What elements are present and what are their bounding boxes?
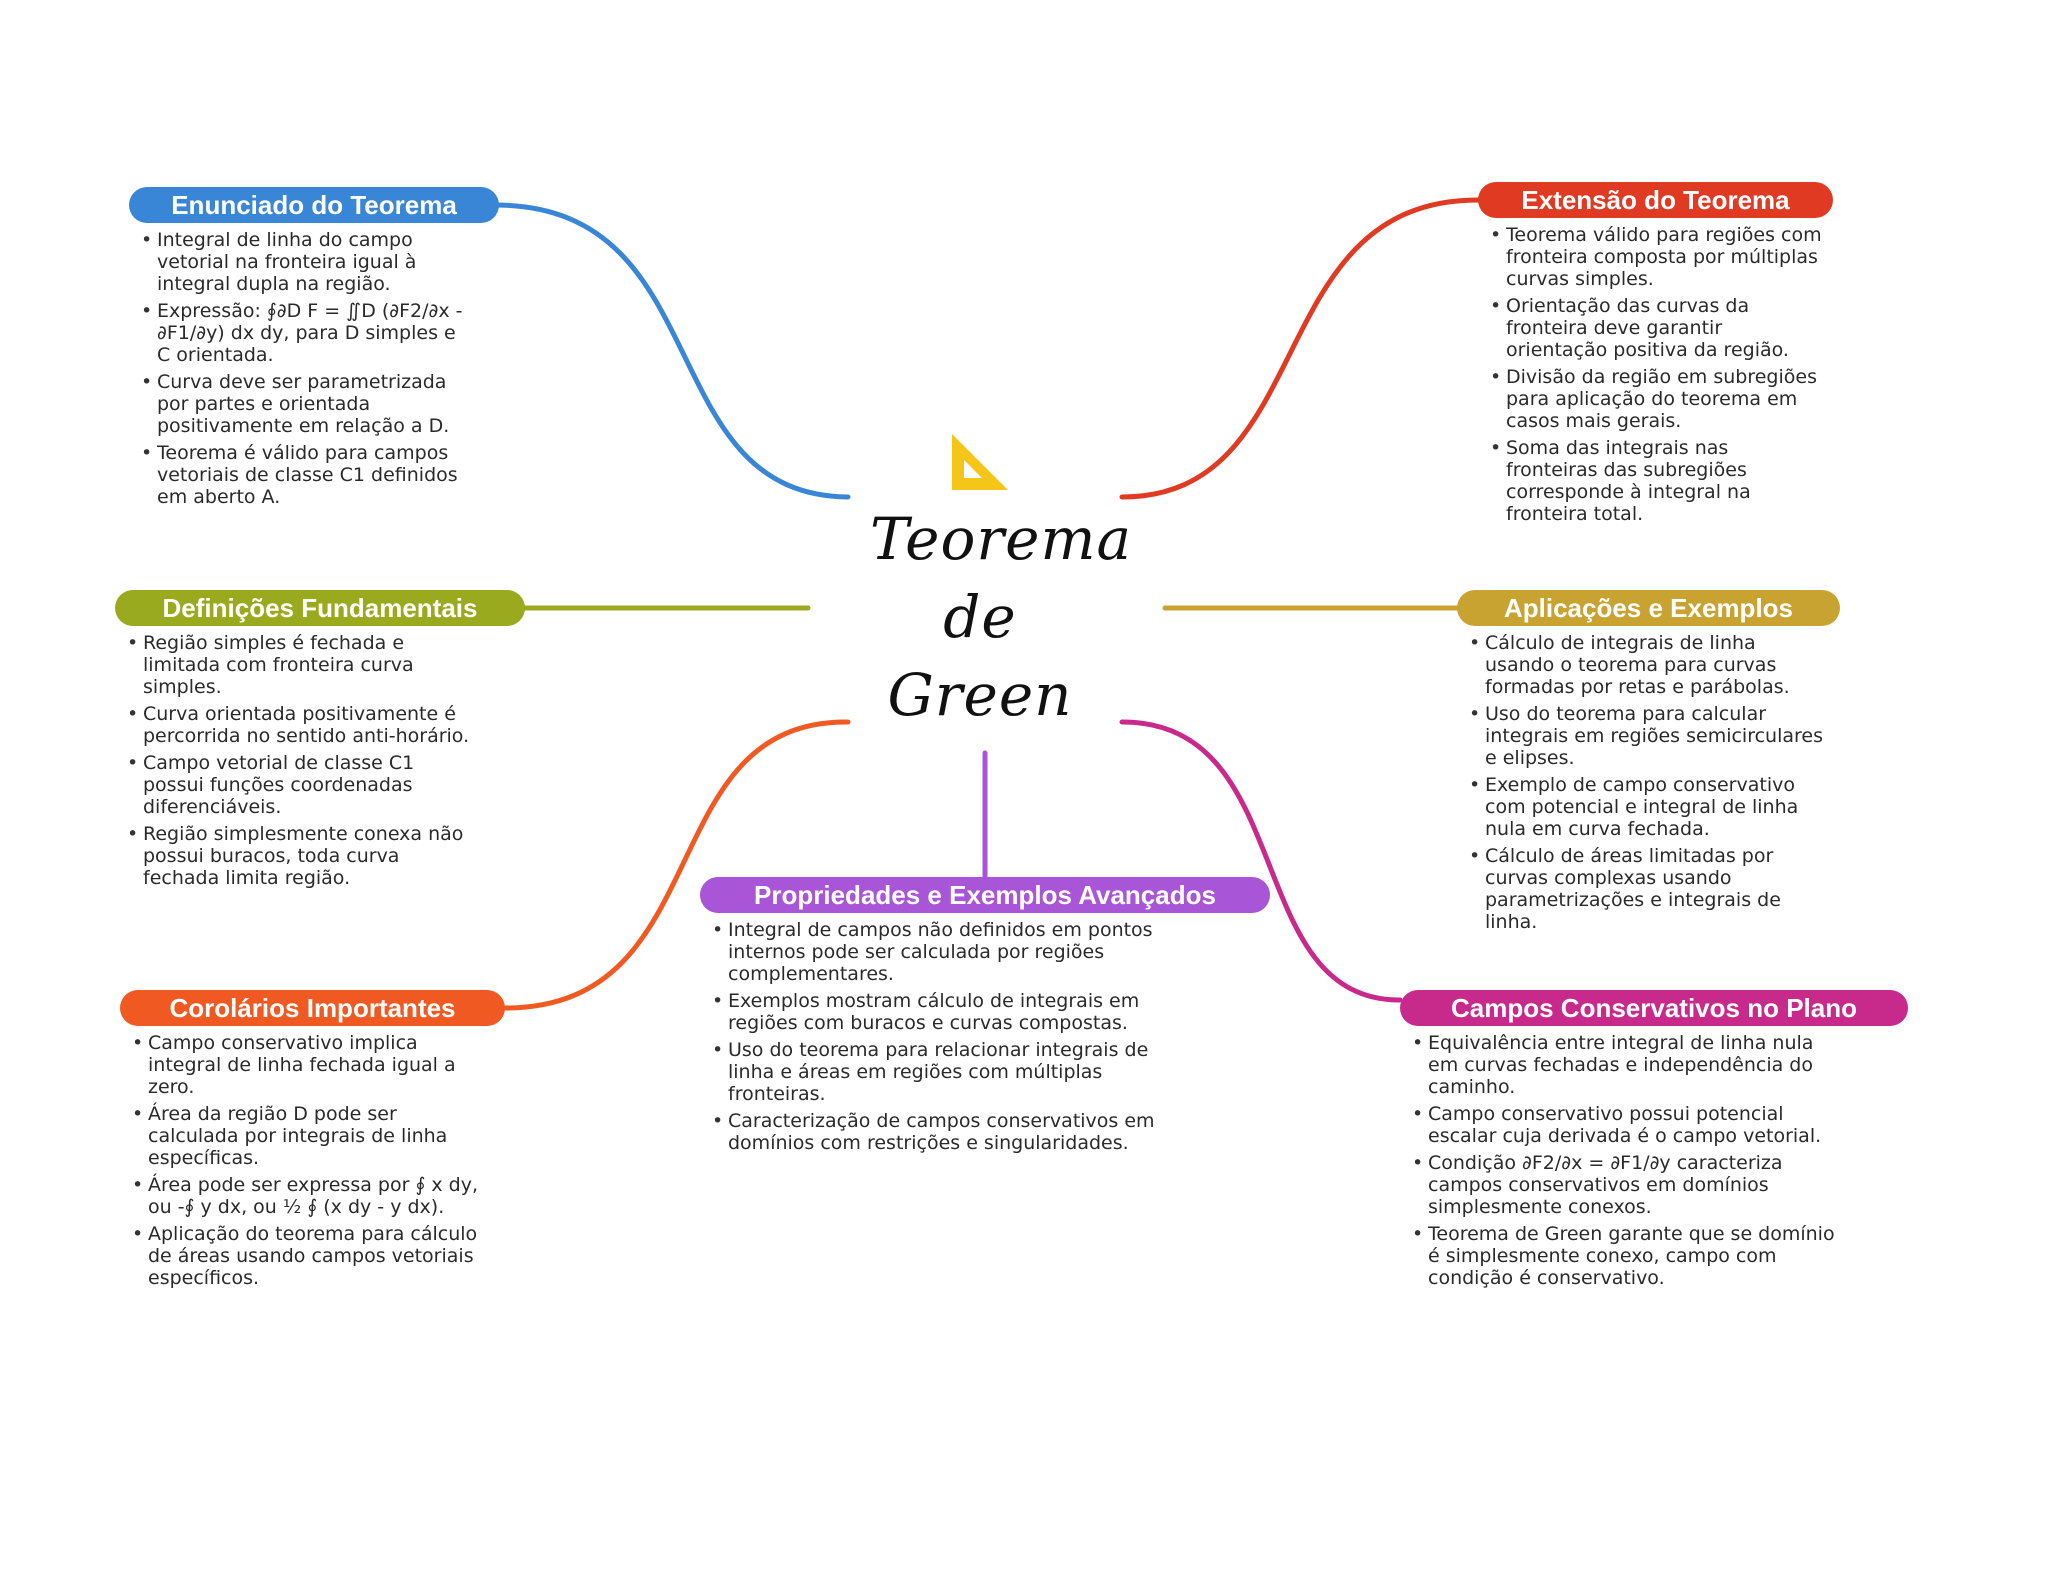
- connector-campos: [1119, 719, 1403, 1003]
- set-square-triangle-icon: [952, 434, 1008, 490]
- list-item: Equivalência entre integral de linha nul…: [1406, 1032, 1836, 1098]
- branch-items: Cálculo de integrais de linha usando o t…: [1463, 632, 1823, 933]
- list-item: Área pode ser expressa por ∮ x dy, ou -∮…: [126, 1174, 486, 1218]
- central-title-line: de: [943, 583, 1017, 651]
- list-item: Uso do teorema para calcular integrais e…: [1463, 703, 1823, 769]
- list-item: Integral de linha do campo vetorial na f…: [135, 229, 465, 295]
- list-item: Campo conservativo implica integral de l…: [126, 1032, 486, 1098]
- list-item: Exemplos mostram cálculo de integrais em…: [706, 990, 1186, 1034]
- branch-title[interactable]: Extensão do Teorema: [1478, 182, 1833, 218]
- branch-title[interactable]: Definições Fundamentais: [115, 590, 525, 626]
- list-item: Região simplesmente conexa não possui bu…: [121, 823, 481, 889]
- branch-propriedades: Propriedades e Exemplos Avançados Integr…: [700, 877, 1270, 1159]
- branch-items: Integral de linha do campo vetorial na f…: [135, 229, 465, 508]
- central-title: Teorema de Green: [870, 500, 1133, 734]
- list-item: Caracterização de campos conservativos e…: [706, 1110, 1186, 1154]
- list-item: Área da região D pode ser calculada por …: [126, 1103, 486, 1169]
- branch-items: Integral de campos não definidos em pont…: [706, 919, 1186, 1154]
- connector-corolarios: [502, 719, 851, 1011]
- branch-title[interactable]: Enunciado do Teorema: [129, 187, 499, 223]
- list-item: Campo vetorial de classe C1 possui funçõ…: [121, 752, 481, 818]
- list-item: Curva orientada positivamente é percorri…: [121, 703, 481, 747]
- branch-title[interactable]: Corolários Importantes: [120, 990, 505, 1026]
- list-item: Soma das integrais nas fronteiras das su…: [1484, 437, 1824, 525]
- branch-aplicacoes: Aplicações e Exemplos Cálculo de integra…: [1457, 590, 1840, 938]
- list-item: Curva deve ser parametrizada por partes …: [135, 371, 465, 437]
- list-item: Região simples é fechada e limitada com …: [121, 632, 481, 698]
- list-item: Uso do teorema para relacionar integrais…: [706, 1039, 1186, 1105]
- list-item: Teorema válido para regiões com fronteir…: [1484, 224, 1824, 290]
- branch-title[interactable]: Aplicações e Exemplos: [1457, 590, 1840, 626]
- central-title-line: Green: [887, 661, 1073, 729]
- branch-extensao: Extensão do Teorema Teorema válido para …: [1478, 182, 1833, 530]
- list-item: Divisão da região em subregiões para apl…: [1484, 366, 1824, 432]
- branch-items: Região simples é fechada e limitada com …: [121, 632, 481, 889]
- connector-enunciado: [492, 202, 851, 500]
- list-item: Teorema de Green garante que se domínio …: [1406, 1223, 1836, 1289]
- branch-campos-conservativos: Campos Conservativos no Plano Equivalênc…: [1400, 990, 1908, 1294]
- list-item: Expressão: ∮∂D F = ∬D (∂F2/∂x - ∂F1/∂y) …: [135, 300, 465, 366]
- branch-items: Teorema válido para regiões com fronteir…: [1484, 224, 1824, 525]
- branch-enunciado: Enunciado do Teorema Integral de linha d…: [129, 187, 499, 513]
- list-item: Exemplo de campo conservativo com potenc…: [1463, 774, 1823, 840]
- central-title-line: Teorema: [870, 505, 1133, 573]
- list-item: Cálculo de áreas limitadas por curvas co…: [1463, 845, 1823, 933]
- connector-extensao: [1119, 197, 1481, 500]
- central-topic: Teorema de Green: [870, 430, 1133, 734]
- list-item: Aplicação do teorema para cálculo de áre…: [126, 1223, 486, 1289]
- branch-items: Equivalência entre integral de linha nul…: [1406, 1032, 1836, 1289]
- list-item: Orientação das curvas da fronteira deve …: [1484, 295, 1824, 361]
- list-item: Teorema é válido para campos vetoriais d…: [135, 442, 465, 508]
- list-item: Integral de campos não definidos em pont…: [706, 919, 1186, 985]
- branch-corolarios: Corolários Importantes Campo conservativ…: [120, 990, 505, 1294]
- list-item: Campo conservativo possui potencial esca…: [1406, 1103, 1836, 1147]
- branch-title[interactable]: Campos Conservativos no Plano: [1400, 990, 1908, 1026]
- branch-title[interactable]: Propriedades e Exemplos Avançados: [700, 877, 1270, 913]
- branch-items: Campo conservativo implica integral de l…: [126, 1032, 486, 1289]
- list-item: Condição ∂F2/∂x = ∂F1/∂y caracteriza cam…: [1406, 1152, 1836, 1218]
- branch-definicoes: Definições Fundamentais Região simples é…: [115, 590, 525, 894]
- list-item: Cálculo de integrais de linha usando o t…: [1463, 632, 1823, 698]
